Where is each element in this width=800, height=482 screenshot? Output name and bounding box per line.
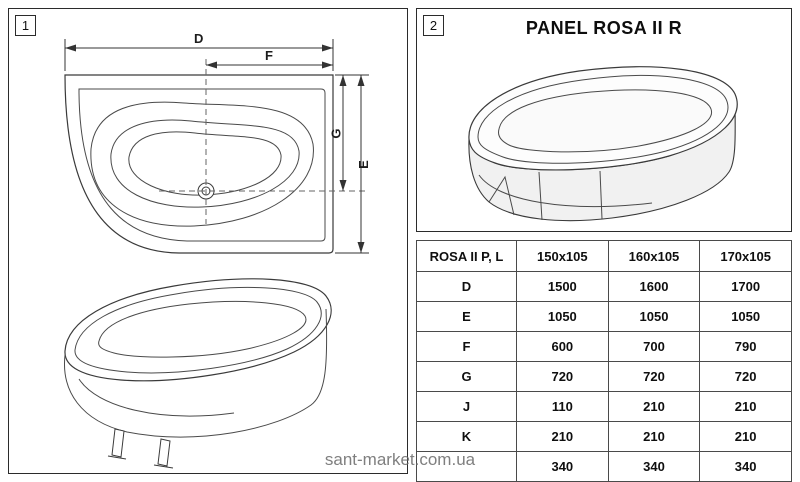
- row-label: G: [416, 361, 517, 392]
- drawing-panel-2: 2 PANEL ROSA II R: [416, 8, 792, 232]
- table-header-size-3: 170x105: [699, 240, 792, 272]
- table-row: 340 340 340: [416, 451, 792, 482]
- row-label: D: [416, 271, 517, 302]
- table-cell: 1050: [699, 301, 792, 332]
- dimensions-table: ROSA II P, L 150x105 160x105 170x105 D 1…: [416, 240, 792, 482]
- table-cell: 340: [699, 451, 792, 482]
- table-cell: 210: [607, 391, 701, 422]
- table-cell: 720: [607, 361, 701, 392]
- panel2-title: PANEL ROSA II R: [525, 18, 683, 38]
- table-cell: 110: [516, 391, 609, 422]
- table-cell: 1050: [516, 301, 609, 332]
- table-row: D 1500 1600 1700: [416, 271, 792, 302]
- table-header-size-1: 150x105: [516, 240, 609, 272]
- row-label: K: [416, 421, 517, 452]
- table-cell: 790: [699, 331, 792, 362]
- dim-label-g: G: [328, 128, 344, 139]
- row-label: [416, 451, 517, 482]
- table-cell: 210: [699, 421, 792, 452]
- row-label: E: [416, 301, 517, 332]
- table-cell: 340: [607, 451, 701, 482]
- row-label: J: [416, 391, 517, 422]
- table-cell: 210: [699, 391, 792, 422]
- table-cell: 210: [516, 421, 609, 452]
- table-row: F 600 700 790: [416, 331, 792, 362]
- panel-number-box-1: 1: [15, 15, 36, 36]
- table-cell: 600: [516, 331, 609, 362]
- table-row: E 1050 1050 1050: [416, 301, 792, 332]
- panel-number-1: 1: [21, 18, 30, 33]
- watermark: sant-market.com.ua: [324, 450, 476, 469]
- table-row: J 110 210 210: [416, 391, 792, 422]
- table-cell: 1500: [516, 271, 609, 302]
- table-cell: 340: [516, 451, 609, 482]
- table-cell: 1050: [607, 301, 701, 332]
- drawing-panel-1: 1: [8, 8, 408, 474]
- table-header-size-2: 160x105: [607, 240, 701, 272]
- bathtub-technical-drawing: [64, 39, 369, 469]
- table-header-row: ROSA II P, L 150x105 160x105 170x105: [416, 240, 792, 272]
- dim-label-f: F: [265, 48, 273, 63]
- table-header-model: ROSA II P, L: [416, 240, 517, 272]
- panel-number-box-2: 2: [423, 15, 444, 36]
- table-cell: 1700: [699, 271, 792, 302]
- table-cell: 700: [607, 331, 701, 362]
- panel-number-2: 2: [429, 18, 438, 33]
- table-cell: 720: [699, 361, 792, 392]
- dim-label-d: D: [194, 31, 204, 46]
- table-cell: 1600: [607, 271, 701, 302]
- row-label: F: [416, 331, 517, 362]
- bathtub-panel-drawing: [468, 66, 738, 222]
- dim-label-e: E: [355, 160, 371, 169]
- table-cell: 210: [607, 421, 701, 452]
- table-row: G 720 720 720: [416, 361, 792, 392]
- table-cell: 720: [516, 361, 609, 392]
- table-row: K 210 210 210: [416, 421, 792, 452]
